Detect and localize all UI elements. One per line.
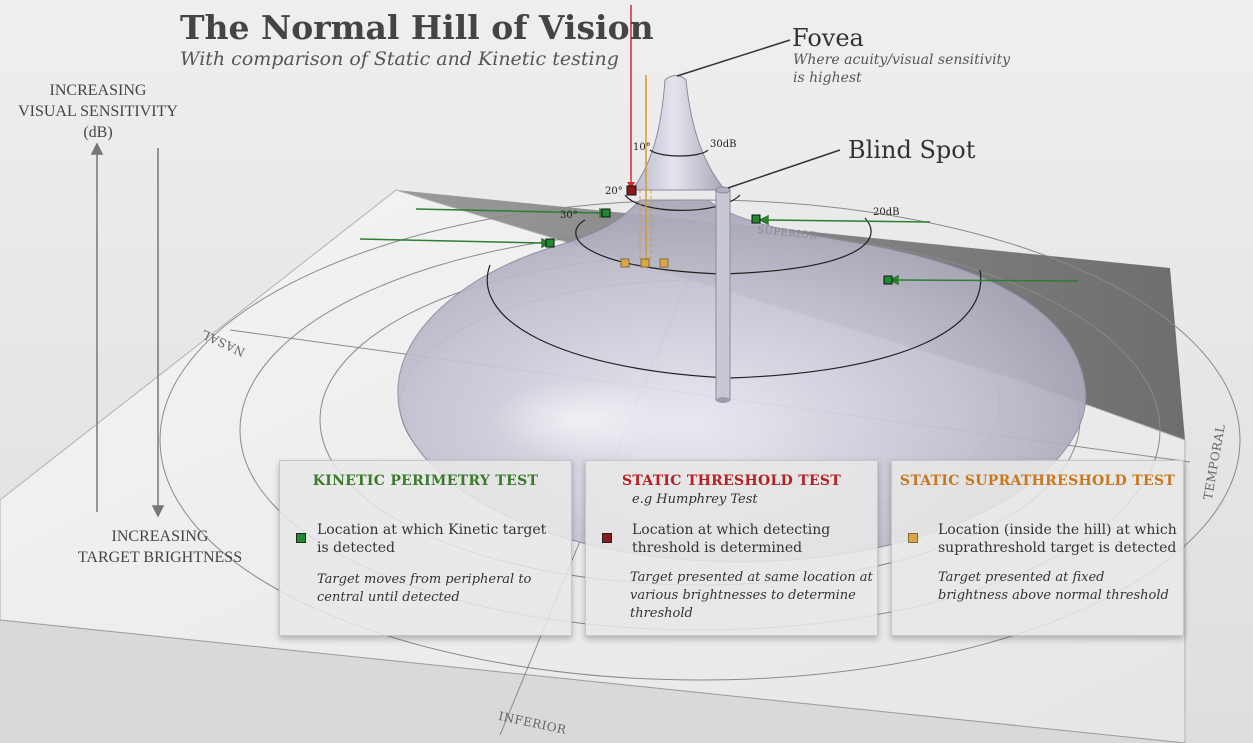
static-panel-note: Target presented at same location at var… bbox=[630, 570, 873, 621]
contour-20deg-label: 20° bbox=[605, 186, 623, 197]
contour-30db-label: 30dB bbox=[710, 139, 737, 150]
blind-spot-leader-line bbox=[727, 149, 841, 189]
kinetic-markers bbox=[545, 208, 893, 285]
kinetic-arrows bbox=[359, 207, 1079, 286]
kinetic-panel-note: Target moves from peripheral to central … bbox=[317, 572, 532, 605]
static-suprathreshold-panel: STATIC SUPRATHRESHOLD TEST Location (ins… bbox=[891, 460, 1184, 636]
fovea-note-line2: is highest bbox=[793, 70, 862, 86]
static-panel-description: Location at which detecting threshold is… bbox=[632, 522, 831, 556]
brightness-axis-label: INCREASING TARGET BRIGHTNESS bbox=[60, 526, 260, 568]
page-subtitle: With comparison of Static and Kinetic te… bbox=[180, 48, 619, 70]
kinetic-panel-heading: KINETIC PERIMETRY TEST bbox=[312, 473, 539, 489]
contour-20db-label: 20dB bbox=[873, 207, 900, 218]
brightness-axis-line1: INCREASING bbox=[111, 528, 209, 545]
brightness-axis-line2: TARGET BRIGHTNESS bbox=[77, 549, 243, 566]
threshold-marker-icon bbox=[602, 533, 612, 543]
static-panel-heading: STATIC THRESHOLD TEST bbox=[621, 473, 842, 489]
supra-panel-heading: STATIC SUPRATHRESHOLD TEST bbox=[899, 473, 1176, 489]
contour-10deg-label: 10° bbox=[633, 142, 651, 153]
blind-spot-label: Blind Spot bbox=[848, 136, 976, 164]
page-title: The Normal Hill of Vision bbox=[180, 8, 654, 47]
fovea-note-line1: Where acuity/visual sensitivity bbox=[793, 52, 1011, 68]
supra-panel-note: Target presented at fixed brightness abo… bbox=[938, 570, 1169, 603]
supra-panel-description: Location (inside the hill) at which supr… bbox=[938, 522, 1177, 556]
fovea-leader-line bbox=[676, 39, 791, 77]
contour-30deg-label: 30° bbox=[560, 210, 578, 221]
static-panel-subheading: e.g Humphrey Test bbox=[632, 492, 758, 507]
sensitivity-axis-line3: (dB) bbox=[83, 124, 113, 141]
threshold-marker bbox=[626, 185, 637, 196]
kinetic-marker-icon bbox=[296, 533, 306, 543]
supra-marker-icon bbox=[908, 533, 918, 543]
kinetic-perimetry-panel: KINETIC PERIMETRY TEST Location at which… bbox=[279, 460, 572, 636]
sensitivity-axis-label: INCREASING VISUAL SENSITIVITY (dB) bbox=[8, 80, 188, 143]
fovea-label: Fovea bbox=[792, 24, 864, 52]
sensitivity-axis-line1: INCREASING bbox=[49, 82, 147, 99]
sensitivity-axis-line2: VISUAL SENSITIVITY bbox=[18, 103, 178, 120]
supra-markers bbox=[620, 258, 669, 268]
static-threshold-panel: STATIC THRESHOLD TEST e.g Humphrey Test … bbox=[585, 460, 878, 636]
kinetic-panel-description: Location at which Kinetic target is dete… bbox=[317, 522, 547, 556]
